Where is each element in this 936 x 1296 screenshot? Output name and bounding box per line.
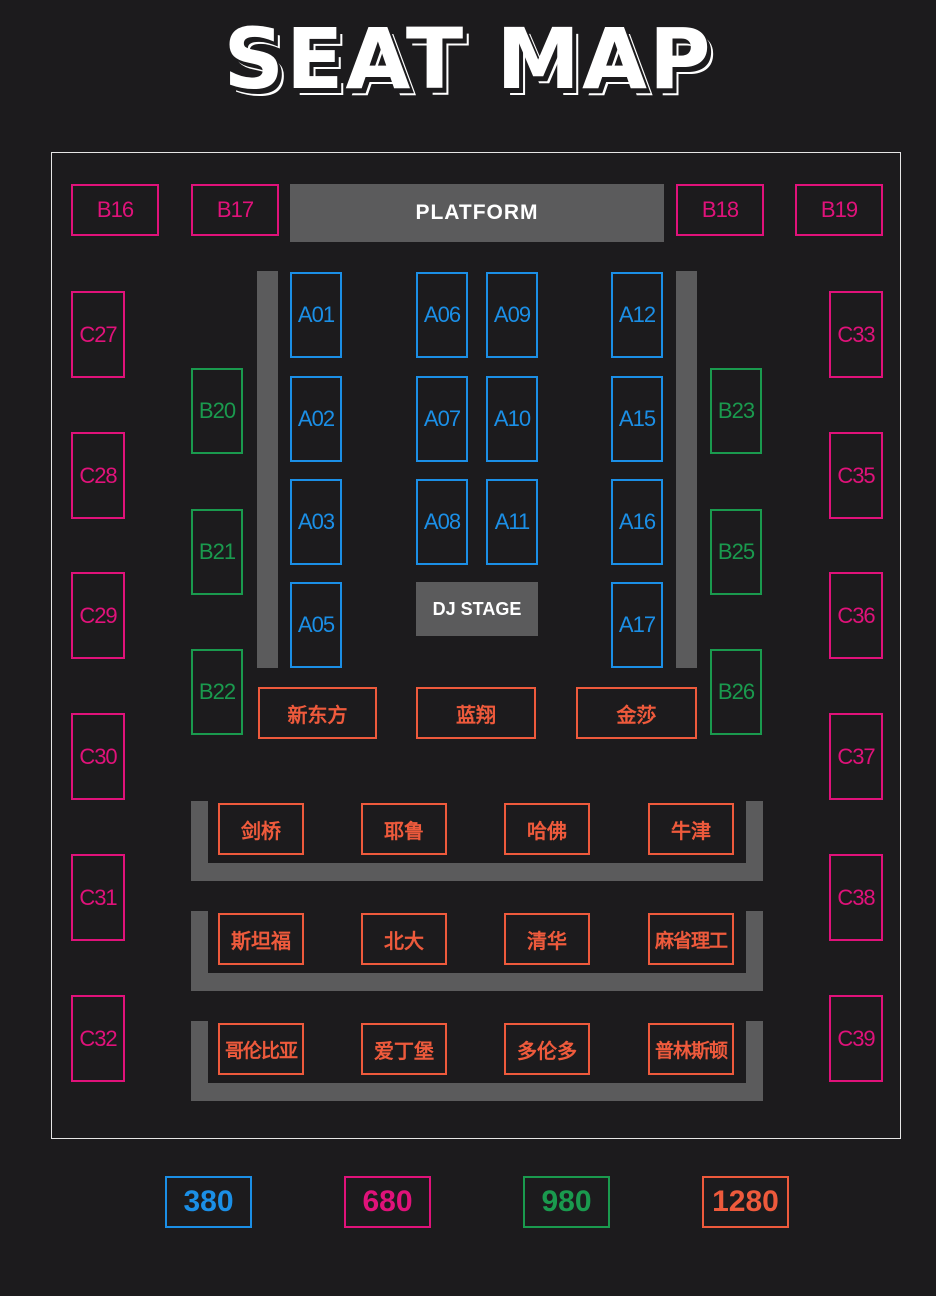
booth-c29[interactable]: C29 bbox=[71, 572, 125, 659]
seat-a06[interactable]: A06 bbox=[416, 272, 468, 358]
booth-b23[interactable]: B23 bbox=[710, 368, 762, 454]
table-jinsha[interactable]: 金莎 bbox=[576, 687, 697, 739]
seat-a11[interactable]: A11 bbox=[486, 479, 538, 565]
seat-a09[interactable]: A09 bbox=[486, 272, 538, 358]
venue-frame bbox=[51, 152, 901, 1139]
platform: PLATFORM bbox=[290, 184, 664, 242]
booth-b20[interactable]: B20 bbox=[191, 368, 243, 454]
booth-c31[interactable]: C31 bbox=[71, 854, 125, 941]
seat-a10[interactable]: A10 bbox=[486, 376, 538, 462]
seat-a03[interactable]: A03 bbox=[290, 479, 342, 565]
booth-c32[interactable]: C32 bbox=[71, 995, 125, 1082]
booth-b17[interactable]: B17 bbox=[191, 184, 279, 236]
booth-b22[interactable]: B22 bbox=[191, 649, 243, 735]
table-mashenglitong[interactable]: 麻省理工 bbox=[648, 913, 734, 965]
row3-bracket-right bbox=[746, 1021, 763, 1101]
seat-a05[interactable]: A05 bbox=[290, 582, 342, 668]
seat-a17[interactable]: A17 bbox=[611, 582, 663, 668]
booth-b16[interactable]: B16 bbox=[71, 184, 159, 236]
dj-stage: DJ STAGE bbox=[416, 582, 538, 636]
seat-a02[interactable]: A02 bbox=[290, 376, 342, 462]
row2-bracket-bottom bbox=[191, 973, 763, 991]
seat-a12[interactable]: A12 bbox=[611, 272, 663, 358]
seat-a16[interactable]: A16 bbox=[611, 479, 663, 565]
booth-c37[interactable]: C37 bbox=[829, 713, 883, 800]
table-qinghua[interactable]: 清华 bbox=[504, 913, 590, 965]
table-niujin[interactable]: 牛津 bbox=[648, 803, 734, 855]
right-barrier bbox=[676, 271, 697, 668]
booth-b26[interactable]: B26 bbox=[710, 649, 762, 735]
legend-orange-price: 1280 bbox=[702, 1176, 789, 1228]
table-pulinsidun[interactable]: 普林斯顿 bbox=[648, 1023, 734, 1075]
booth-b21[interactable]: B21 bbox=[191, 509, 243, 595]
booth-c33[interactable]: C33 bbox=[829, 291, 883, 378]
row1-bracket-right bbox=[746, 801, 763, 881]
legend-green-price: 980 bbox=[523, 1176, 610, 1228]
seat-a15[interactable]: A15 bbox=[611, 376, 663, 462]
booth-b25[interactable]: B25 bbox=[710, 509, 762, 595]
page-title: SEAT MAP bbox=[223, 10, 713, 108]
table-beida[interactable]: 北大 bbox=[361, 913, 447, 965]
seat-a01[interactable]: A01 bbox=[290, 272, 342, 358]
table-gelunbiya[interactable]: 哥伦比亚 bbox=[218, 1023, 304, 1075]
row3-bracket-bottom bbox=[191, 1083, 763, 1101]
left-barrier bbox=[257, 271, 278, 668]
row3-bracket-left bbox=[191, 1021, 208, 1101]
table-yelu[interactable]: 耶鲁 bbox=[361, 803, 447, 855]
booth-c38[interactable]: C38 bbox=[829, 854, 883, 941]
seat-a08[interactable]: A08 bbox=[416, 479, 468, 565]
booth-c28[interactable]: C28 bbox=[71, 432, 125, 519]
booth-c36[interactable]: C36 bbox=[829, 572, 883, 659]
row2-bracket-right bbox=[746, 911, 763, 991]
booth-c27[interactable]: C27 bbox=[71, 291, 125, 378]
booth-c35[interactable]: C35 bbox=[829, 432, 883, 519]
row2-bracket-left bbox=[191, 911, 208, 991]
booth-b19[interactable]: B19 bbox=[795, 184, 883, 236]
row1-bracket-bottom bbox=[191, 863, 763, 881]
table-sitanfu[interactable]: 斯坦福 bbox=[218, 913, 304, 965]
table-duolunduo[interactable]: 多伦多 bbox=[504, 1023, 590, 1075]
table-hafo[interactable]: 哈佛 bbox=[504, 803, 590, 855]
table-aidingbao[interactable]: 爱丁堡 bbox=[361, 1023, 447, 1075]
legend-blue-price: 380 bbox=[165, 1176, 252, 1228]
seat-a07[interactable]: A07 bbox=[416, 376, 468, 462]
row1-bracket-left bbox=[191, 801, 208, 881]
table-xindongfang[interactable]: 新东方 bbox=[258, 687, 377, 739]
table-lanxiang[interactable]: 蓝翔 bbox=[416, 687, 536, 739]
booth-c39[interactable]: C39 bbox=[829, 995, 883, 1082]
booth-b18[interactable]: B18 bbox=[676, 184, 764, 236]
table-jianqiao[interactable]: 剑桥 bbox=[218, 803, 304, 855]
booth-c30[interactable]: C30 bbox=[71, 713, 125, 800]
legend-pink-price: 680 bbox=[344, 1176, 431, 1228]
